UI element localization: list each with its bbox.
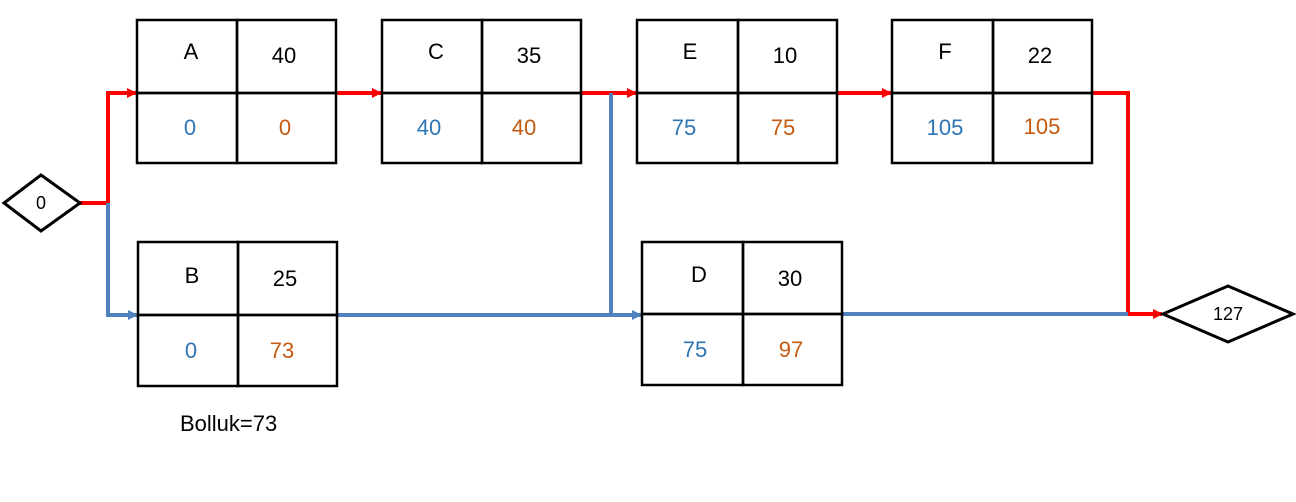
activity-C: C 35 40 40 xyxy=(380,18,583,165)
activity-E-early-start: 75 xyxy=(672,115,696,140)
activity-A-late-start: 0 xyxy=(279,115,291,140)
slack-note: Bolluk=73 xyxy=(180,411,277,436)
activity-A-id: A xyxy=(184,39,199,64)
activity-D-late-start: 97 xyxy=(779,337,803,362)
activity-F: F 22 105 105 xyxy=(890,18,1094,165)
activity-C-late-start: 40 xyxy=(512,115,536,140)
connectors xyxy=(80,88,1163,320)
activity-D-id: D xyxy=(691,262,707,287)
start-diamond xyxy=(1,173,83,233)
activity-E-cell-ls xyxy=(736,91,839,165)
activity-D-cell-ls xyxy=(741,312,844,387)
activity-B-early-start: 0 xyxy=(185,338,197,363)
activity-D-early-start: 75 xyxy=(683,337,707,362)
activity-C-id: C xyxy=(428,39,444,64)
activity-D: D 30 75 97 xyxy=(640,240,844,387)
end-node: 127 xyxy=(1159,284,1296,344)
activity-C-duration: 35 xyxy=(517,43,541,68)
activity-F-early-start: 105 xyxy=(927,115,964,140)
activity-C-early-start: 40 xyxy=(417,115,441,140)
activity-F-cell-ls xyxy=(991,91,1094,165)
activity-A: A 40 0 0 xyxy=(135,18,338,165)
activity-E-duration: 10 xyxy=(773,43,797,68)
activity-E: E 10 75 75 xyxy=(635,18,839,165)
activity-B-late-start: 73 xyxy=(270,338,294,363)
activity-A-early-start: 0 xyxy=(184,115,196,140)
activity-F-id: F xyxy=(938,39,951,64)
activity-F-duration: 22 xyxy=(1028,43,1052,68)
edge-start-to-A xyxy=(80,88,137,205)
activity-A-duration: 40 xyxy=(272,43,296,68)
activity-B-cell-ls xyxy=(236,313,339,388)
end-node-label: 127 xyxy=(1213,304,1243,324)
activity-F-late-start: 105 xyxy=(1024,114,1061,139)
start-node: 0 xyxy=(1,173,83,233)
activity-B-id: B xyxy=(185,263,200,288)
start-node-label: 0 xyxy=(36,193,46,213)
activity-C-cell-ls xyxy=(480,91,583,165)
edge-F-to-end xyxy=(1093,91,1163,319)
end-diamond xyxy=(1159,284,1296,344)
activity-D-duration: 30 xyxy=(778,266,802,291)
activity-B-duration: 25 xyxy=(273,266,297,291)
activity-B: B 25 0 73 xyxy=(136,240,339,388)
activity-E-id: E xyxy=(683,39,698,64)
activity-A-cell-ls xyxy=(235,91,338,165)
activity-E-late-start: 75 xyxy=(771,115,795,140)
edge-start-to-B xyxy=(106,203,138,320)
